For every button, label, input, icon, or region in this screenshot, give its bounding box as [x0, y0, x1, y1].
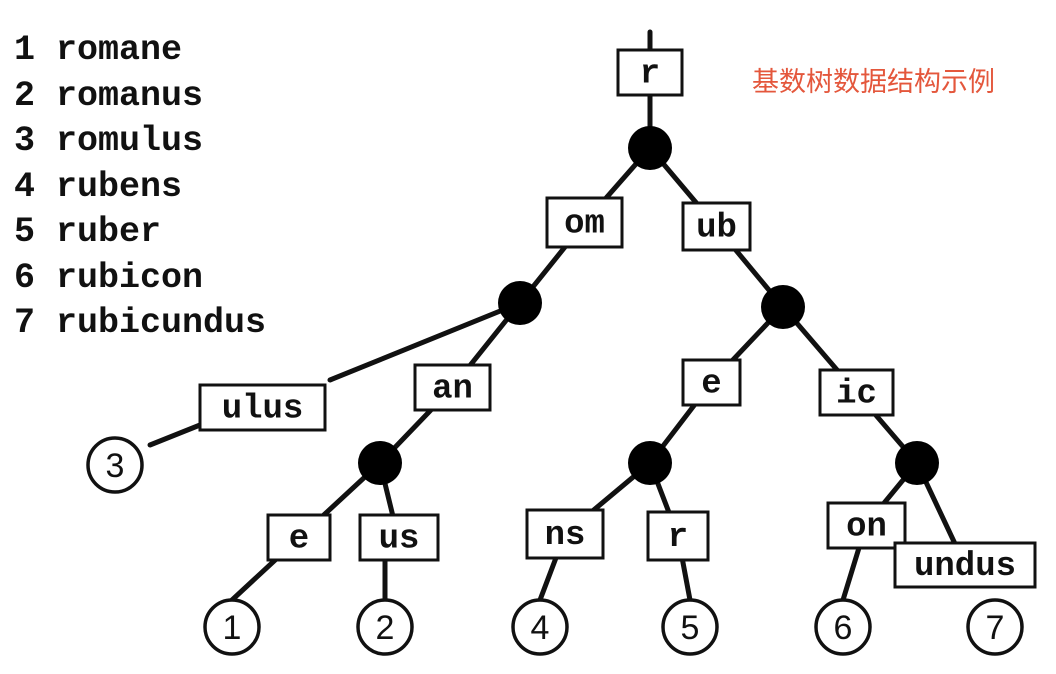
legend-row: 6 rubicon [14, 256, 266, 302]
legend-number: 5 [14, 212, 36, 252]
edge-label-box [358, 513, 440, 562]
leaf-number: 2 [376, 609, 395, 647]
edge-label-undus: undus [914, 548, 1016, 586]
legend-row: 2 romanus [14, 74, 266, 120]
legend-number: 4 [14, 166, 36, 207]
tree-node [358, 441, 402, 485]
legend-word: rubicundus [56, 303, 267, 343]
leaf-circle [966, 598, 1024, 656]
edge-label-box [681, 358, 742, 407]
leaf-number: 5 [681, 609, 700, 647]
legend-word: romanus [56, 75, 204, 116]
edge-label-box [198, 383, 327, 432]
tree-node [761, 285, 805, 329]
edge-label-e-right: e [701, 366, 721, 404]
leaf-circle [661, 598, 719, 656]
tree-edge [147, 422, 203, 448]
edge-label-ic: ic [836, 376, 877, 414]
edge-label-ns: ns [545, 517, 586, 555]
tree-node [498, 281, 542, 325]
legend-word: romane [56, 30, 183, 70]
edge-label-box [616, 48, 684, 97]
legend-row: 4 rubens [14, 165, 266, 211]
legend-number: 7 [14, 303, 36, 343]
edge-label-an: an [432, 371, 473, 409]
leaf-number: 7 [986, 609, 1005, 647]
legend-word: rubens [56, 166, 183, 207]
leaf-circle [356, 598, 414, 656]
tree-edge [327, 300, 523, 383]
diagram-title: 基数树数据结构示例 [752, 67, 995, 98]
leaf-circle [511, 598, 569, 656]
legend-row: 1 romane [14, 28, 266, 74]
edge-label-box [818, 368, 895, 417]
legend-word: rubicon [56, 257, 204, 298]
legend-number: 3 [14, 121, 36, 161]
legend-row: 5 ruber [14, 210, 266, 256]
edge-label-root: r [640, 56, 660, 94]
legend-row: 3 romulus [14, 119, 266, 165]
edge-label-r-leaf: r [668, 519, 688, 557]
legend-word: ruber [56, 212, 162, 252]
tree-node [895, 441, 939, 485]
edge-label-box [681, 201, 752, 252]
leaf-circle [814, 598, 872, 656]
edge-label-box [893, 541, 1037, 589]
edge-label-ub: ub [696, 210, 737, 248]
edge-label-on: on [846, 509, 887, 547]
edge-label-box [413, 363, 492, 412]
legend-row: 7 rubicundus [14, 301, 266, 347]
legend-word: romulus [56, 121, 204, 161]
leaf-circle [203, 598, 261, 656]
edge-label-om: om [564, 206, 605, 244]
edge-label-box [266, 513, 332, 562]
edge-label-box [826, 501, 907, 550]
leaf-number: 4 [531, 609, 550, 647]
leaf-circle [86, 436, 144, 494]
edge-label-e-left: e [289, 521, 309, 559]
edge-label-box [545, 196, 624, 249]
tree-node [628, 441, 672, 485]
leaf-number: 6 [834, 609, 853, 647]
edge-label-box [646, 510, 710, 562]
tree-node [628, 126, 672, 170]
leaf-number: 3 [106, 447, 125, 485]
edge-label-ulus: ulus [222, 391, 304, 429]
edge-label-us: us [379, 521, 420, 559]
legend-number: 1 [14, 30, 36, 70]
legend-number: 2 [14, 75, 36, 116]
legend-number: 6 [14, 257, 36, 298]
edge-label-box [525, 508, 605, 560]
leaf-number: 1 [223, 609, 242, 647]
word-legend: 1 romane 2 romanus 3 romulus 4 rubens 5 … [14, 28, 266, 347]
